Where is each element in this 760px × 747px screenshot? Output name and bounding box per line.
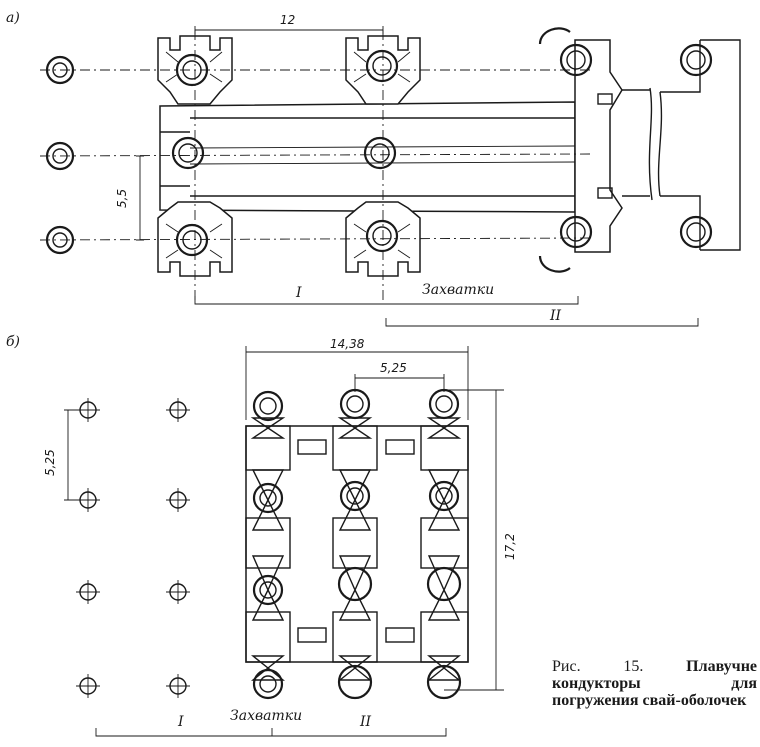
figure-a: а) (6, 10, 741, 327)
piles-b (252, 388, 462, 700)
figure-caption: Рис. 15. Плавучне кондукторы для погруже… (552, 658, 757, 709)
stage-bracket-1 (194, 296, 579, 305)
stage-1-label-a: I (295, 285, 302, 301)
stage-bracket-2 (385, 318, 699, 327)
dim-line-side (136, 155, 144, 241)
dim-line-height (444, 389, 504, 691)
dim-label-5-5: 5,5 (115, 189, 129, 208)
dim-line-left (64, 409, 80, 501)
pile-grid-b (76, 398, 190, 698)
dim-label-12: 12 (280, 13, 295, 27)
piles-a (45, 43, 713, 257)
axis-note-b: Захватки (230, 708, 302, 724)
caption-prefix: Рис. 15. (552, 658, 644, 675)
conductor-frame-b (245, 425, 469, 663)
stage-2-label-b: II (359, 714, 372, 730)
dim-line-top (194, 26, 384, 34)
hook-bottom (538, 255, 571, 273)
dim-label-left-5-25: 5,25 (43, 449, 57, 476)
stage-bracket-b (95, 728, 447, 737)
figure-b: б) 5,25 (6, 334, 517, 737)
caption-title: Плавучне кондукторы для погружения свай-… (552, 658, 758, 709)
pile-axis-row-2 (39, 153, 591, 157)
dim-label-5-25: 5,25 (380, 361, 407, 375)
dim-label-17-2: 17,2 (503, 533, 517, 560)
stage-1-label-b: I (177, 714, 184, 730)
conductor-frame-a (159, 39, 741, 253)
dim-label-14-38: 14,38 (330, 337, 365, 351)
figure-a-label: а) (6, 10, 20, 26)
hook-top (538, 27, 571, 45)
pile-axis-row-3 (39, 237, 591, 241)
dim-line-spacing (354, 374, 445, 392)
figure-b-label: б) (6, 334, 20, 350)
stage-2-label-a: II (549, 308, 562, 324)
axis-note-a: Захватки (422, 282, 494, 298)
dim-line-width (245, 346, 469, 420)
